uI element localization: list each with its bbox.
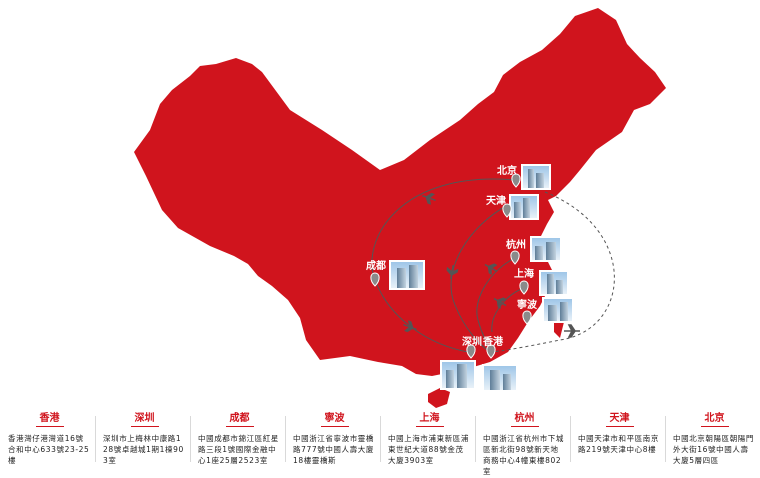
office-city-name: 上海 [419,413,440,424]
office-ningbo[interactable]: 寧波 中國浙江省寧波市靈橋路777號中國人壽大廈18樓靈橋斯 [285,412,380,478]
divider [225,426,254,427]
city-label-tianjin: 天津 [486,194,506,207]
china-mainland-shape [134,8,666,376]
office-city-name: 北京 [704,413,725,424]
city-label-shanghai: 上海 [514,267,534,280]
building-photo-icon [539,270,569,296]
city-label-hangzhou: 杭州 [506,238,526,251]
route-beijing-chengdu-hk [371,178,516,353]
map-pin-icon [522,310,532,325]
map-pin-icon [486,344,496,359]
airplane-icon [446,264,459,280]
office-tianjin[interactable]: 天津 中國天津市和平區南京路219號天津中心8樓 [570,412,665,478]
airplane-icon [493,297,507,310]
map-pin-icon [510,250,520,265]
office-address: 中國天津市和平區南京路219號天津中心8樓 [578,434,659,454]
map-pin-icon [370,272,380,287]
office-hongkong[interactable]: 香港 香港灣仔港灣道16號合和中心633號23-25樓 [0,412,95,478]
route-outer-arc [491,191,615,353]
divider [320,426,349,427]
airplane-icon [422,192,436,205]
office-city-name: 杭州 [514,413,535,424]
office-address: 中國成都市錦江區紅星路三段1號國際金融中心1座25層2523室 [198,434,279,465]
city-label-chengdu: 成都 [366,259,386,272]
route-tianjin-hk [450,204,509,353]
office-address: 香港灣仔港灣道16號合和中心633號23-25樓 [8,434,90,465]
city-label-hongkong: 香港 [483,335,504,348]
divider [35,426,64,427]
map-pin-icon [519,280,529,295]
office-city-name: 深圳 [134,413,155,424]
city-label-shenzhen: 深圳 [462,335,482,348]
divider [130,426,159,427]
building-photos [389,164,574,392]
divider [605,426,634,427]
building-photo-icon [521,164,551,190]
building-photo-icon [440,360,476,390]
office-city-name: 寧波 [324,413,345,424]
office-beijing[interactable]: 北京 中國北京朝陽區朝陽門外大街16號中國人壽大廈5層四區 [665,412,760,478]
building-photo-icon [389,260,425,290]
office-shenzhen[interactable]: 深圳 深圳市上梅林中康路128號卓越城1期1棟903室 [95,412,190,478]
map-pin-icon [511,173,521,188]
divider [415,426,444,427]
markers [370,173,532,359]
office-chengdu[interactable]: 成都 中國成都市錦江區紅星路三段1號國際金融中心1座25層2523室 [190,412,285,478]
airplane-icon [403,320,417,333]
office-city-name: 香港 [39,413,60,424]
airplane-icon [484,263,498,276]
office-hangzhou[interactable]: 杭州 中國浙江省杭州市下城區新北街98號新天地商務中心4幢東樓802室 [475,412,570,478]
office-address: 深圳市上梅林中康路128號卓越城1期1棟903室 [103,434,184,465]
building-photo-icon [530,236,562,262]
airplane-icon [564,324,580,338]
office-address: 中國浙江省杭州市下城區新北街98號新天地商務中心4幢東樓802室 [483,434,564,476]
office-shanghai[interactable]: 上海 中國上海市浦東新區浦東世紀大道88號金茂大廈3903室 [380,412,475,478]
plane-group [403,192,580,338]
divider [510,426,539,427]
city-label-ningbo: 寧波 [517,298,538,311]
divider [700,426,729,427]
building-photo-icon [542,297,574,323]
office-address-list: 香港 香港灣仔港灣道16號合和中心633號23-25樓 深圳 深圳市上梅林中康路… [0,412,760,478]
office-address: 中國上海市浦東新區浦東世紀大道88號金茂大廈3903室 [388,434,469,465]
map-pin-icon [502,203,512,218]
office-address: 中國北京朝陽區朝陽門外大街16號中國人壽大廈5層四區 [673,434,754,465]
office-city-name: 成都 [229,413,250,424]
map-pin-icon [466,344,476,359]
building-photo-icon [509,194,539,220]
office-address: 中國浙江省寧波市靈橋路777號中國人壽大廈18樓靈橋斯 [293,434,374,465]
city-label-beijing: 北京 [497,164,517,177]
office-city-name: 天津 [609,413,630,424]
china-map: 北京 天津 杭州 上海 寧波 成都 深圳 香港 [134,8,666,408]
hainan-island-shape [428,388,450,408]
building-photo-icon [482,364,518,392]
